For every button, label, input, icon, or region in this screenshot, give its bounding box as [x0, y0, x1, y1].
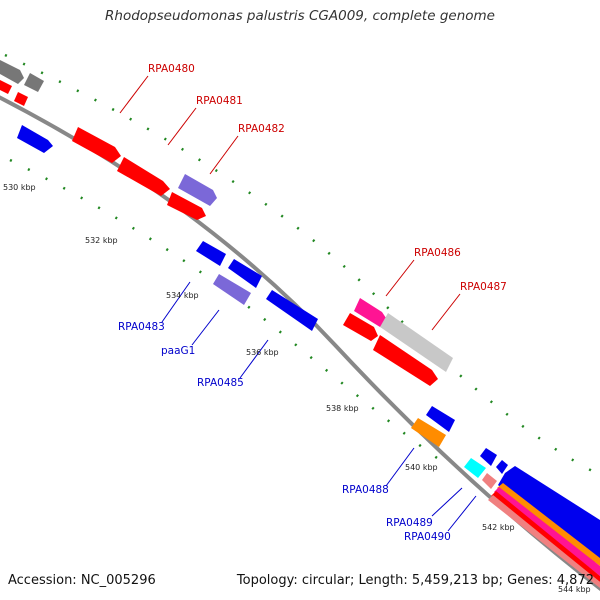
- gene-band-orange: [497, 483, 600, 566]
- gene-label-rpa0487: RPA0487: [460, 281, 507, 293]
- gene-label-rpa0486: RPA0486: [414, 247, 461, 259]
- gene-arrow-blue-b: [228, 259, 262, 288]
- gene-arrow-rpa0482: [167, 192, 206, 220]
- tick-label: 530 kbp: [3, 183, 36, 192]
- callout-rpa0486: [385, 259, 415, 297]
- gene-arrow-blue-d: [480, 448, 497, 466]
- topology-info-text: Topology: circular; Length: 5,459,213 bp…: [236, 573, 594, 588]
- gene-label-rpa0490: RPA0490: [404, 531, 451, 543]
- tick-label: 542 kbp: [482, 523, 515, 532]
- gene-arrow-rpa0490: [482, 473, 497, 489]
- map-title: Rhodopseudomonas palustris CGA009, compl…: [105, 8, 495, 24]
- gene-arrow-rpa0486: [354, 298, 388, 327]
- tick-label: 536 kbp: [246, 348, 279, 357]
- tick-label: 538 kbp: [326, 404, 359, 413]
- gene-label-rpa0480: RPA0480: [148, 63, 195, 75]
- gene-arrow-rpa0480: [72, 127, 121, 163]
- gene-band-red: [491, 491, 600, 582]
- gene-label-rpa0482: RPA0482: [238, 123, 285, 135]
- gene-arrow-rpa0488: [411, 418, 446, 447]
- callout-rpa0489: [431, 487, 463, 517]
- callout-rpa0488: [385, 447, 415, 487]
- gene-arrow-red-a: [0, 80, 12, 94]
- gene-arrow-rpa0485: [266, 290, 318, 331]
- callout-rpa0480: [119, 75, 149, 114]
- gene-label-paag1: paaG1: [161, 345, 195, 357]
- tick-label: 534 kbp: [166, 291, 199, 300]
- gene-label-rpa0481: RPA0481: [196, 95, 243, 107]
- gene-arrow-grey-1: [0, 60, 24, 84]
- gene-arrow-rpa0481: [117, 157, 170, 196]
- callout-rpa0482: [209, 135, 239, 175]
- tick-label: 540 kbp: [405, 463, 438, 472]
- gene-arrow-grey-long: [380, 313, 453, 372]
- gene-arrow-red-c: [343, 313, 378, 341]
- gene-band-magenta: [494, 487, 600, 576]
- callout-paag1: [191, 309, 220, 346]
- gene-label-rpa0489: RPA0489: [386, 517, 433, 529]
- callout-lines: [119, 75, 477, 532]
- gene-arrow-blue-e: [496, 460, 508, 474]
- gene-arrow-grey-2: [24, 73, 44, 92]
- tick-label: 532 kbp: [85, 236, 118, 245]
- gene-label-rpa0488: RPA0488: [342, 484, 389, 496]
- gene-arrow-rpa0483: [196, 241, 226, 266]
- callout-rpa0485: [239, 339, 269, 379]
- callout-rpa0481: [167, 107, 197, 146]
- gene-arrow-blue-a: [17, 125, 53, 153]
- gene-arrow-rpa0487: [373, 335, 438, 386]
- gene-band-pink: [488, 495, 600, 588]
- gene-label-rpa0485: RPA0485: [197, 377, 244, 389]
- gene-arrow-paag1: [213, 274, 251, 305]
- feature-arrows: [0, 60, 600, 588]
- gene-label-rpa0483: RPA0483: [118, 321, 165, 333]
- gene-arrow-purple-a: [178, 174, 217, 206]
- tick-track-outer: [4, 53, 600, 477]
- gene-arrow-rpa0489: [464, 458, 486, 478]
- callout-rpa0483: [161, 281, 191, 323]
- accession-text: Accession: NC_005296: [8, 573, 156, 588]
- callout-rpa0490: [447, 495, 477, 532]
- gene-arrow-red-b: [14, 92, 28, 106]
- callout-rpa0487: [431, 293, 461, 331]
- gene-arrow-blue-c: [426, 406, 455, 432]
- tick-label: 544 kbp: [558, 585, 591, 594]
